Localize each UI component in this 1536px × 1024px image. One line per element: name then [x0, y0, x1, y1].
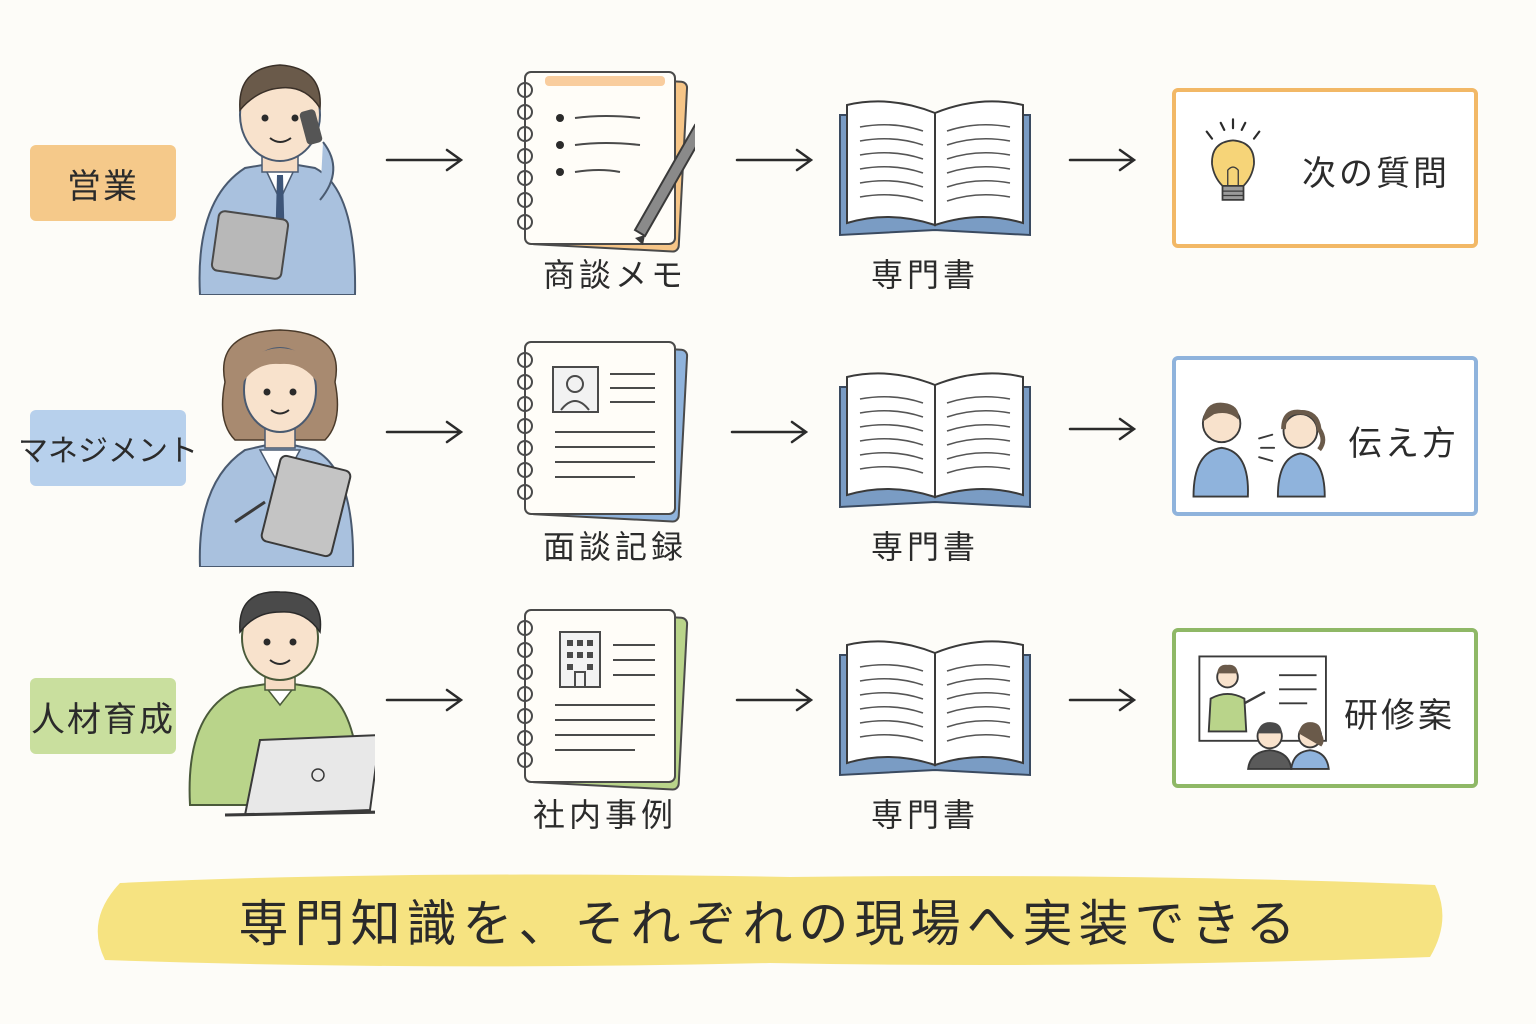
lightbulb-icon: [1205, 118, 1261, 201]
row-hr-development: 人材育成 社内事例: [0, 590, 1536, 860]
meeting-notes-notebook-icon: [517, 71, 695, 253]
reference-caption-management: 専門書: [870, 528, 979, 566]
reference-caption-sales: 専門書: [870, 256, 979, 294]
arrow-right-icon: [1068, 145, 1148, 175]
arrow-right-icon: [730, 417, 810, 447]
result-box-sales: 次の質問: [1172, 88, 1478, 248]
role-label-hr-development: 人材育成: [30, 678, 176, 754]
arrow-right-icon: [1068, 685, 1148, 715]
manager-with-tablet-illustration: [198, 329, 355, 567]
result-text-management: 伝え方: [1348, 424, 1459, 464]
open-book-icon: [839, 100, 1031, 237]
summary-banner: 専門知識を、それぞれの現場へ実装できる: [90, 865, 1450, 975]
arrow-right-icon: [385, 417, 465, 447]
input-caption-hr-development: 社内事例: [532, 796, 677, 834]
result-text-hr-development: 研修案: [1344, 696, 1455, 736]
row-sales: 営業 商談メモ: [0, 50, 1536, 320]
company-case-notebook-icon: [517, 609, 689, 791]
salesperson-on-phone-illustration: [198, 64, 357, 295]
arrow-right-icon: [735, 685, 815, 715]
trainer-with-laptop-illustration: [188, 591, 375, 817]
reference-caption-hr-development: 専門書: [870, 796, 979, 834]
arrow-right-icon: [735, 145, 815, 175]
training-session-icon: [1198, 655, 1330, 770]
result-box-management: 伝え方: [1172, 356, 1478, 516]
open-book-icon: [839, 640, 1031, 777]
arrow-right-icon: [385, 145, 465, 175]
input-caption-sales: 商談メモ: [542, 256, 687, 294]
interview-record-notebook-icon: [517, 341, 689, 523]
open-book-icon: [839, 372, 1031, 509]
role-label-management: マネジメント: [18, 410, 198, 486]
summary-banner-text: 専門知識を、それぞれの現場へ実装できる: [238, 895, 1302, 953]
conversation-icon: [1192, 402, 1326, 498]
highlighter-stroke-shape: [97, 874, 1443, 967]
arrow-right-icon: [1068, 414, 1148, 444]
result-text-sales: 次の質問: [1302, 154, 1450, 194]
result-box-hr-development: 研修案: [1172, 628, 1478, 788]
input-caption-management: 面談記録: [542, 528, 687, 566]
row-management: マネジメント 面談記録: [0, 322, 1536, 592]
role-label-sales: 営業: [30, 145, 176, 221]
arrow-right-icon: [385, 685, 465, 715]
